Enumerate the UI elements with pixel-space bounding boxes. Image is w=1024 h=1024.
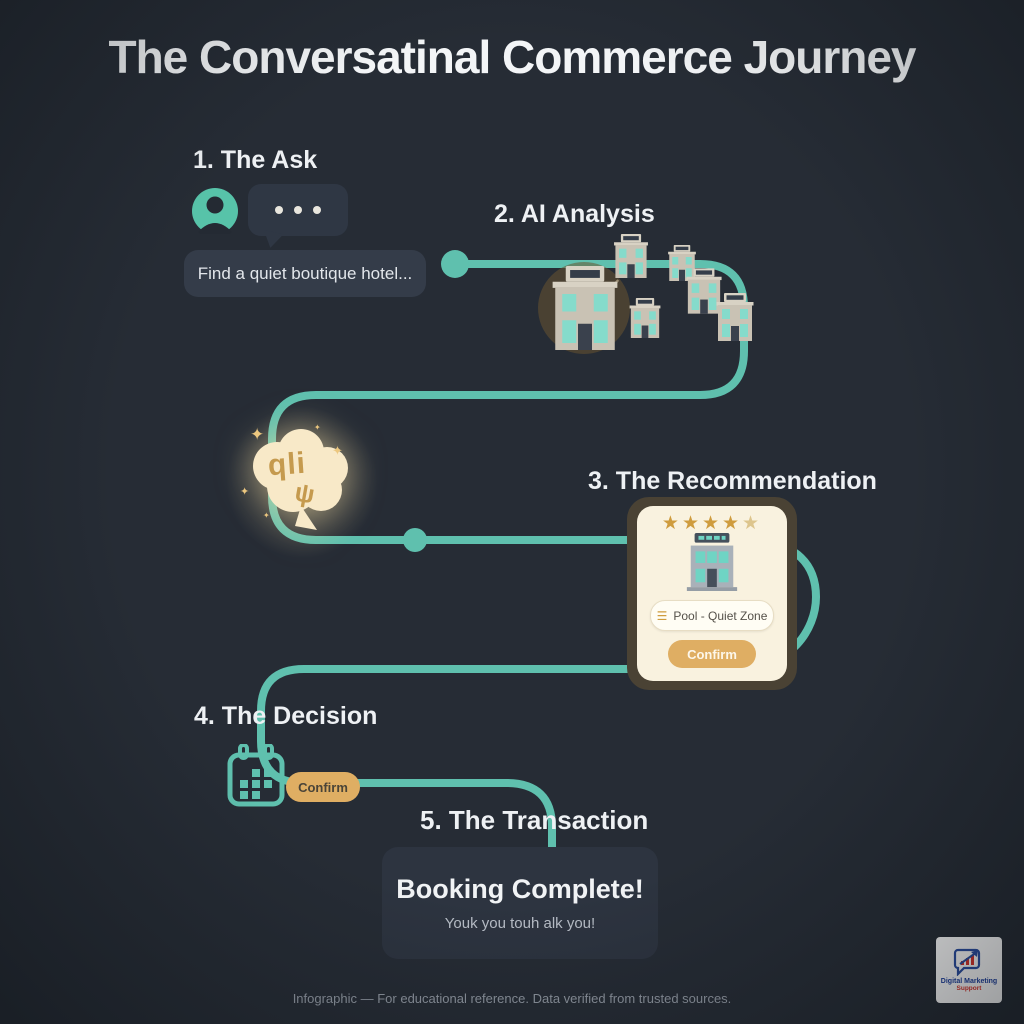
sparkle-icon: ✦ bbox=[332, 443, 343, 458]
pool-icon: ☰ bbox=[656, 608, 668, 623]
confirm-button[interactable]: Confirm bbox=[668, 640, 756, 668]
user-query-bubble: Find a quiet boutique hotel... bbox=[184, 250, 426, 297]
sparkle-icon: ✦ bbox=[314, 423, 321, 432]
ai-brain-icon bbox=[243, 422, 358, 534]
hotel-building-icon bbox=[612, 234, 650, 278]
logo-text-line2: Support bbox=[956, 985, 982, 992]
star-rating: ★★★★★ bbox=[661, 513, 763, 534]
step2-heading: 2. AI Analysis bbox=[494, 200, 655, 228]
hotel-building-icon bbox=[628, 298, 662, 338]
step5-heading: 5. The Transaction bbox=[420, 805, 649, 835]
amenity-pill: ☰ Pool - Quiet Zone bbox=[650, 600, 774, 631]
hotel-card-icon bbox=[686, 533, 738, 591]
booking-complete-card: Booking Complete! Youk you touh alk you! bbox=[382, 847, 658, 959]
calendar-icon bbox=[226, 744, 286, 808]
page-title: The Conversatinal Commerce Journey bbox=[108, 31, 916, 83]
user-avatar-icon bbox=[192, 188, 238, 234]
recommendation-card: ★★★★★ ☰ Pool - Quiet Zone Confirm bbox=[637, 506, 787, 681]
path-node-dot bbox=[441, 250, 469, 278]
typing-dot bbox=[313, 206, 321, 214]
hotel-building-highlighted-icon bbox=[548, 266, 622, 350]
hotel-building-icon bbox=[715, 291, 755, 343]
sparkle-icon: ✦ bbox=[250, 425, 265, 444]
step3-heading: 3. The Recommendation bbox=[588, 467, 877, 495]
path-node-dot bbox=[403, 528, 427, 552]
sparkle-icon: ✦ bbox=[240, 486, 250, 498]
confirm-button[interactable]: Confirm bbox=[286, 772, 360, 802]
typing-dot bbox=[294, 206, 302, 214]
booking-subtext: Youk you touh alk you! bbox=[444, 915, 596, 932]
chart-bubble-logo-icon bbox=[953, 948, 981, 976]
sparkle-icon: ✦ bbox=[263, 511, 270, 520]
step1-heading: 1. The Ask bbox=[193, 146, 318, 174]
user-query-text: Find a quiet boutique hotel... bbox=[197, 263, 413, 283]
step4-heading: 4. The Decision bbox=[194, 702, 378, 730]
typing-indicator-bubble bbox=[248, 184, 348, 236]
amenity-label: Pool - Quiet Zone bbox=[673, 608, 768, 623]
footer-note: Infographic — For educational reference.… bbox=[292, 991, 732, 1006]
brand-logo: Digital Marketing Support bbox=[936, 937, 1002, 1003]
booking-status: Booking Complete! bbox=[396, 874, 644, 904]
typing-dot bbox=[275, 206, 283, 214]
logo-text-line1: Digital Marketing bbox=[940, 978, 998, 985]
